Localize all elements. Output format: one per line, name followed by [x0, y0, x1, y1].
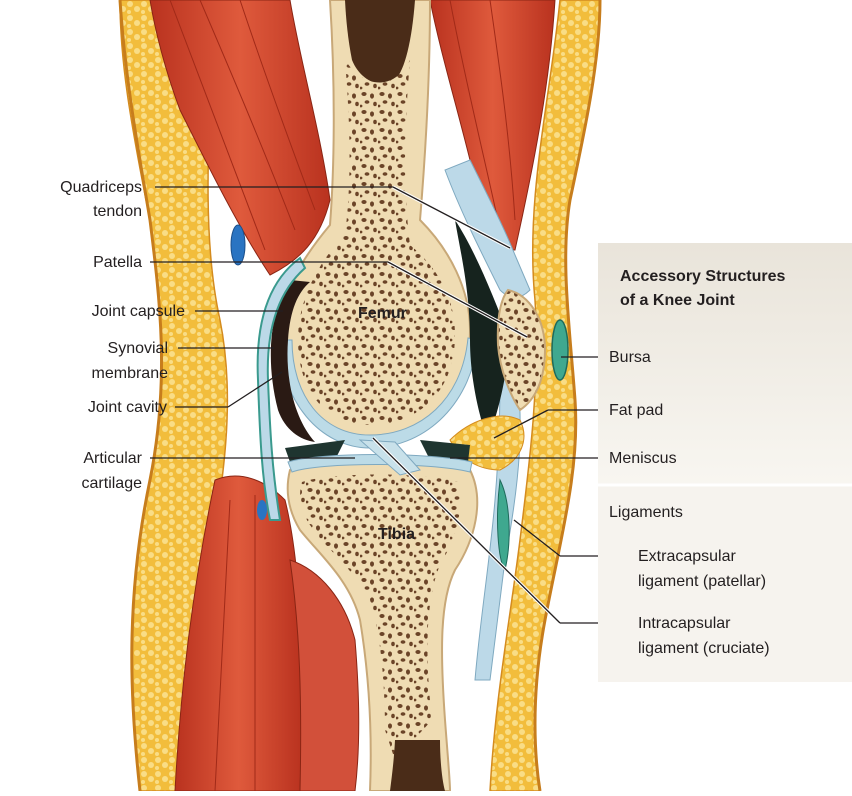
intracapsular-label-line1: Intracapsular — [638, 615, 731, 632]
muscle-lower-left-inner — [290, 560, 359, 791]
meniscus-label: Meniscus — [609, 450, 677, 467]
ligaments-label: Ligaments — [609, 504, 683, 521]
panel-title-line1: Accessory Structures — [620, 268, 786, 285]
anatomy — [120, 0, 600, 791]
fat-pad-label: Fat pad — [609, 402, 663, 419]
blood-vessel — [231, 225, 245, 265]
intracapsular-label-line2: ligament (cruciate) — [638, 640, 770, 657]
synovial-membrane-label-line1: Synovial — [108, 340, 168, 357]
bursa-structure — [552, 320, 568, 380]
extracapsular-label-line1: Extracapsular — [638, 548, 736, 565]
extracapsular-label-line2: ligament (patellar) — [638, 573, 766, 590]
synovial-membrane-label-line2: membrane — [92, 365, 169, 382]
bursa-label: Bursa — [609, 349, 651, 366]
articular-cartilage-label-line2: cartilage — [82, 475, 143, 492]
femur-label: Femur — [358, 305, 407, 322]
articular-cartilage-label-line1: Articular — [83, 450, 142, 467]
joint-cavity-label: Joint cavity — [88, 399, 167, 416]
quadriceps-tendon-label-line2: tendon — [93, 203, 142, 220]
tibia-label: Tibia — [378, 526, 415, 543]
quadriceps-tendon-label-line1: Quadriceps — [60, 179, 142, 196]
panel-title-line2: of a Knee Joint — [620, 292, 735, 309]
joint-capsule-label: Joint capsule — [92, 303, 185, 320]
patella-label: Patella — [93, 254, 142, 271]
